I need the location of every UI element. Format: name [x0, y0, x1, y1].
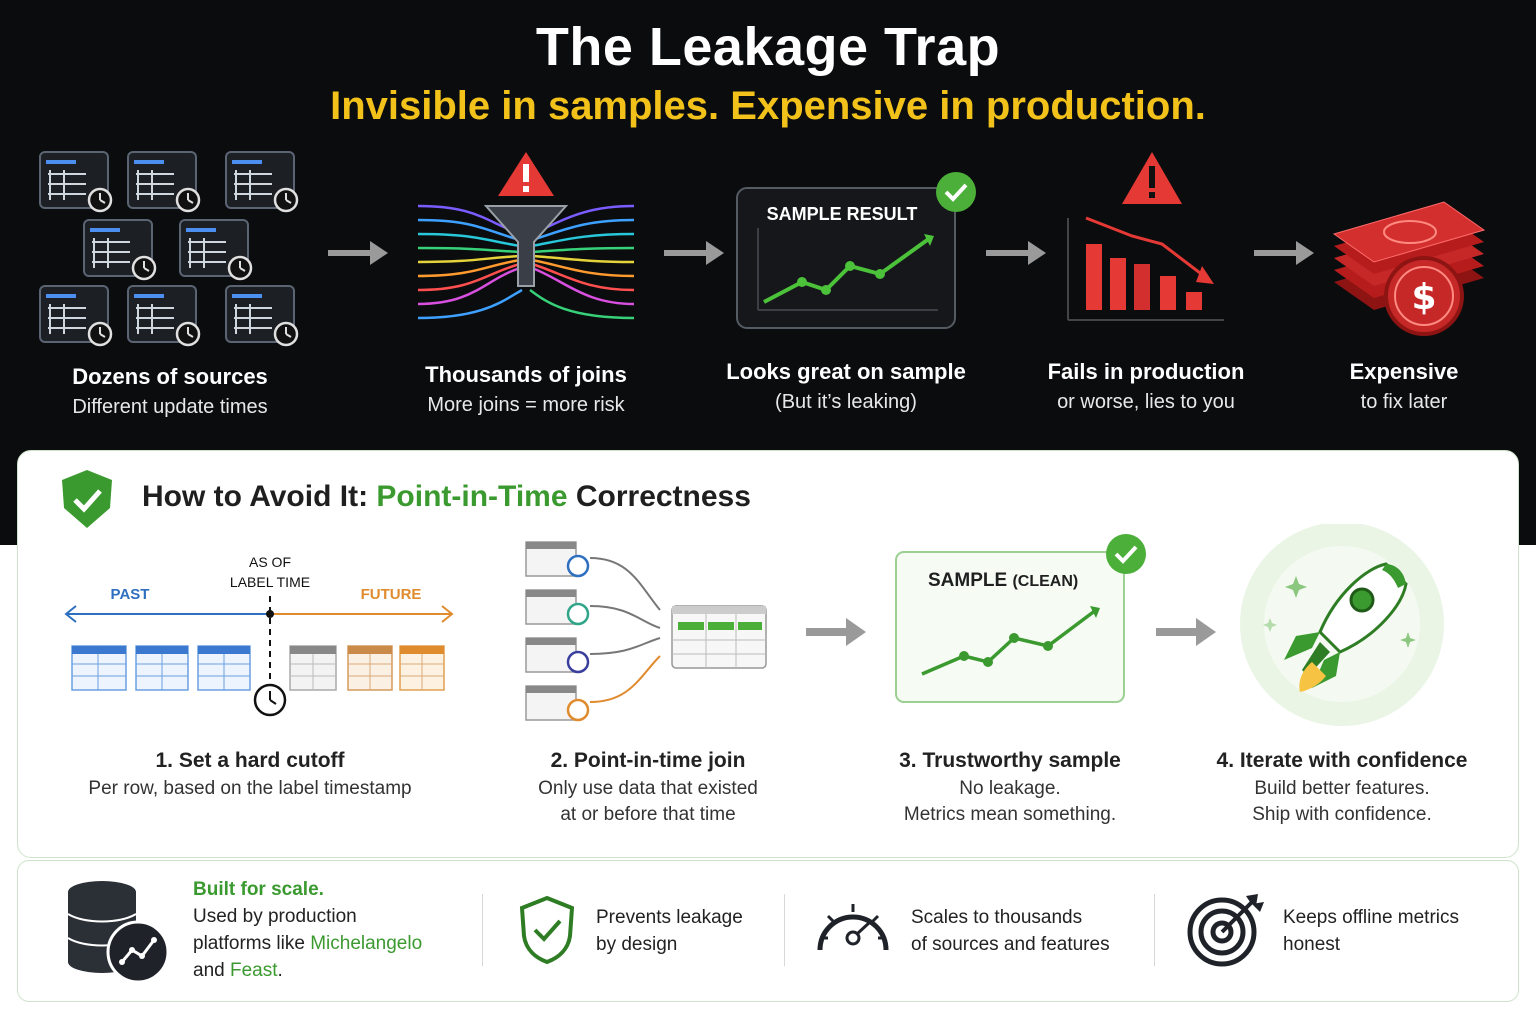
sample-clean-card [895, 534, 1146, 703]
solution-step-sub: at or before that time [560, 804, 736, 825]
feature-scale-period: . [277, 960, 283, 981]
trap-step-sub: More joins = more risk [427, 394, 625, 416]
feature-honest-metrics: Keeps offline metrics honest [1283, 904, 1503, 958]
feature-scale-line2: platforms like Michelangelo [193, 930, 473, 957]
arrow-right-icon [328, 241, 388, 265]
solution-step-cutoff: 1. Set a hard cutoff Per row, based on t… [50, 746, 450, 802]
gauge-icon [817, 904, 889, 951]
features-strip [17, 860, 1519, 1002]
solution-title: How to Avoid It: Point-in-Time Correctne… [142, 480, 751, 514]
arrow-right-icon [1156, 618, 1216, 646]
trap-step-joins: Thousands of joins More joins = more ris… [376, 360, 676, 420]
feature-scale-and: and [193, 960, 230, 981]
feast-link: Feast [229, 960, 278, 981]
svg-text:$: $ [1411, 277, 1436, 318]
solution-step-sub: Metrics mean something. [903, 804, 1117, 825]
feature-line: Scales to thousands [911, 907, 1083, 928]
target-icon [1187, 894, 1264, 967]
trap-step-expensive: Expensive to fix later [1284, 357, 1524, 417]
arrow-right-icon [986, 241, 1046, 265]
feature-divider [1154, 894, 1155, 966]
point-in-time-join-diagram [525, 541, 767, 722]
shield-check-icon [62, 470, 112, 528]
feature-scale-title: Built for scale. [193, 879, 324, 900]
arrow-right-icon [1254, 241, 1314, 265]
feature-divider [482, 894, 483, 966]
sample-clean-label: SAMPLE (CLEAN) [928, 570, 1078, 592]
solution-step-join: 2. Point-in-time join Only use data that… [480, 746, 816, 828]
timeline-cutoff-diagram [64, 596, 454, 717]
feature-line: Prevents leakage [596, 907, 743, 928]
sample-clean-title: SAMPLE [928, 570, 1008, 591]
solution-step-heading: 4. Iterate with confidence [1216, 749, 1468, 772]
trap-step-production: Fails in production or worse, lies to yo… [996, 357, 1296, 417]
trap-step-sample: Looks great on sample (But it’s leaking) [696, 357, 996, 417]
solution-step-heading: 1. Set a hard cutoff [155, 749, 345, 772]
sample-clean-tag: (CLEAN) [1012, 573, 1079, 590]
timeline-asof-label: AS OF [248, 554, 291, 570]
michelangelo-link: Michelangelo [310, 933, 423, 954]
trap-step-sub: (But it’s leaking) [775, 391, 917, 413]
feature-scale-line3: and Feast. [193, 957, 473, 984]
feature-prevents-leakage: Prevents leakage by design [596, 904, 776, 958]
feature-scales: Scales to thousands of sources and featu… [911, 904, 1151, 958]
solution-step-sub: Per row, based on the label timestamp [88, 778, 412, 799]
solution-step-sub: Build better features. [1254, 778, 1430, 799]
feature-line: by design [596, 934, 678, 955]
trap-step-heading: Looks great on sample [726, 359, 966, 384]
timeline-past-label: PAST [110, 586, 150, 603]
feature-line: Keeps offline metrics [1283, 907, 1460, 928]
solution-step-heading: 2. Point-in-time join [550, 749, 746, 772]
timeline-label-time: LABEL TIME [229, 574, 311, 590]
page-title: The Leakage Trap [535, 17, 1001, 77]
feature-built-for-scale: Built for scale. Used by production plat… [193, 876, 473, 984]
database-icon [67, 881, 170, 984]
solution-step-sub: Only use data that existed [538, 778, 758, 799]
feature-scale-prefix: platforms like [193, 933, 311, 954]
money-stack-icon: $ [1332, 201, 1486, 336]
solution-title-highlight: Point-in-Time [376, 480, 568, 513]
arrow-right-icon [664, 241, 724, 265]
rocket-icon [1240, 524, 1444, 726]
trap-step-heading: Dozens of sources [72, 364, 268, 389]
failing-bars-icon [1067, 152, 1224, 321]
trap-step-heading: Expensive [1349, 359, 1459, 384]
solution-title-prefix: How to Avoid It: [142, 480, 377, 513]
timeline-future-label: FUTURE [360, 586, 422, 603]
arrow-right-icon [806, 618, 866, 646]
sample-result-card [736, 172, 976, 329]
sample-result-label: SAMPLE RESULT [766, 204, 918, 224]
solution-step-iterate: 4. Iterate with confidence Build better … [1184, 746, 1500, 828]
trap-step-sub: to fix later [1360, 391, 1448, 413]
solution-title-suffix: Correctness [567, 480, 751, 513]
feature-line: honest [1283, 934, 1341, 955]
shield-check-icon [519, 895, 575, 965]
solution-step-sample: 3. Trustworthy sample No leakage. Metric… [862, 746, 1158, 828]
page-subtitle: Invisible in samples. Expensive in produ… [330, 84, 1206, 128]
feature-scale-line1: Used by production [193, 906, 357, 927]
sources-grid-icon [38, 150, 299, 347]
solution-step-sub: No leakage. [959, 778, 1061, 799]
solution-step-sub: Ship with confidence. [1252, 804, 1432, 825]
feature-line: of sources and features [911, 934, 1110, 955]
funnel-joins-icon [417, 152, 635, 320]
feature-divider [784, 894, 785, 966]
trap-step-sources: Dozens of sources Different update times [20, 362, 320, 422]
trap-step-sub: Different update times [72, 396, 268, 418]
trap-step-heading: Thousands of joins [425, 362, 627, 387]
trap-step-sub: or worse, lies to you [1057, 391, 1235, 413]
solution-step-heading: 3. Trustworthy sample [899, 749, 1121, 772]
trap-step-heading: Fails in production [1047, 359, 1245, 384]
